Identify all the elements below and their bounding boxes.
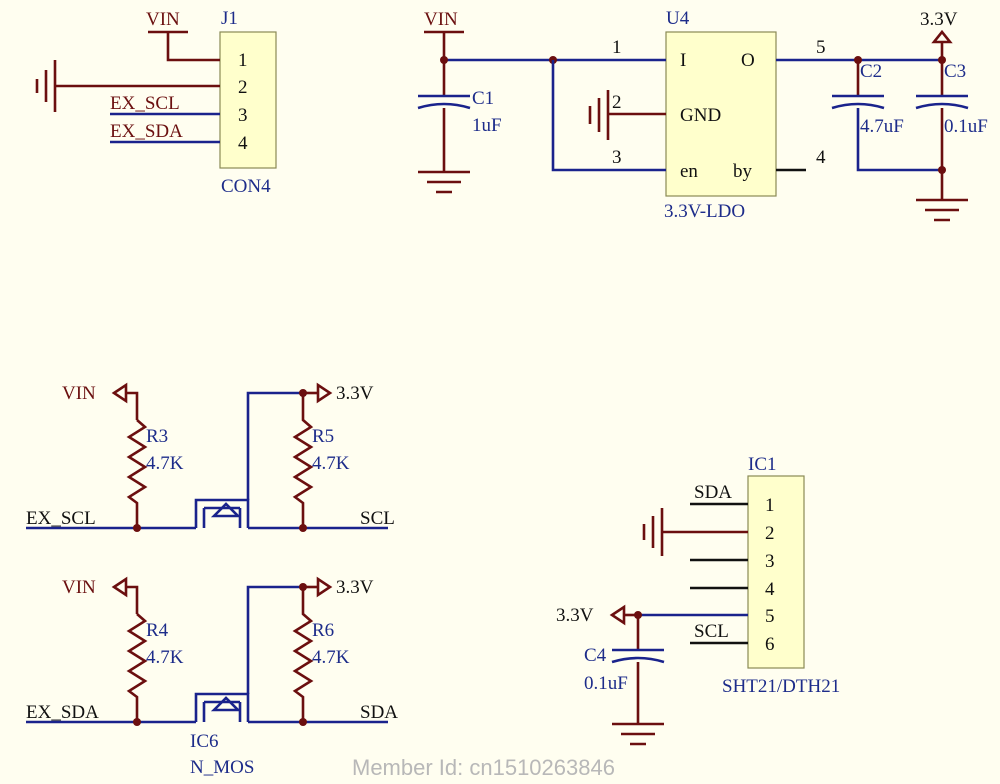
u4-vin-label: VIN bbox=[424, 9, 458, 30]
j1-net-scl: EX_SCL bbox=[110, 93, 180, 114]
r3-ref: R3 bbox=[146, 426, 168, 447]
u4-num-3: 3 bbox=[612, 147, 622, 168]
scl-in-net: EX_SCL bbox=[26, 508, 96, 529]
c1-value: 1uF bbox=[472, 115, 502, 136]
u4-pin-gnd: GND bbox=[680, 105, 721, 126]
sda-rail-label: 3.3V bbox=[336, 577, 374, 598]
regulator-u4: VIN C1 1uF 3.3V C2 4.7uF bbox=[417, 8, 988, 222]
j1-net-sda: EX_SDA bbox=[110, 121, 183, 142]
sda-out-net: SDA bbox=[360, 702, 398, 723]
sda-vin-label: VIN bbox=[62, 577, 96, 598]
ic6-ref: IC6 bbox=[190, 731, 219, 752]
level-shifter-sda: VIN R4 4.7K EX_SDA 3.3V R6 4.7K SDA IC6 … bbox=[26, 576, 398, 778]
u4-num-2: 2 bbox=[612, 92, 622, 113]
connector-j1: VIN EX_SCL EX_SDA 1 2 3 4 J1 CON4 bbox=[35, 8, 277, 197]
scl-vin-label: VIN bbox=[62, 383, 96, 404]
c4-ref: C4 bbox=[584, 645, 607, 666]
ic1-pin-4: 4 bbox=[765, 579, 775, 600]
c4-value: 0.1uF bbox=[584, 673, 628, 694]
ic1-net-scl: SCL bbox=[694, 621, 729, 642]
ic1-pin-6: 6 bbox=[765, 634, 775, 655]
r6-ref: R6 bbox=[312, 620, 334, 641]
ic1-value: SHT21/DTH21 bbox=[722, 676, 840, 697]
c2-ref: C2 bbox=[860, 61, 882, 82]
j1-value: CON4 bbox=[221, 176, 271, 197]
r5-ref: R5 bbox=[312, 426, 334, 447]
r4-ref: R4 bbox=[146, 620, 169, 641]
u4-value: 3.3V-LDO bbox=[664, 201, 745, 222]
ic1-pin-2: 2 bbox=[765, 523, 775, 544]
watermark: Member Id: cn1510263846 bbox=[352, 755, 615, 780]
j1-pin-4: 4 bbox=[238, 133, 248, 154]
sda-in-net: EX_SDA bbox=[26, 702, 99, 723]
c1-ref: C1 bbox=[472, 88, 494, 109]
scl-rail-label: 3.3V bbox=[336, 383, 374, 404]
r4-value: 4.7K bbox=[146, 647, 184, 668]
ic1-ref: IC1 bbox=[748, 454, 777, 475]
ic1-pin-5: 5 bbox=[765, 606, 775, 627]
u4-pin-by: by bbox=[733, 161, 753, 182]
c3-ref: C3 bbox=[944, 61, 966, 82]
j1-pin-2: 2 bbox=[238, 77, 248, 98]
ic1-net-sda: SDA bbox=[694, 482, 732, 503]
ic6-value: N_MOS bbox=[190, 757, 254, 778]
u4-num-1: 1 bbox=[612, 37, 622, 58]
r3-value: 4.7K bbox=[146, 453, 184, 474]
j1-pin-3: 3 bbox=[238, 105, 248, 126]
scl-out-net: SCL bbox=[360, 508, 395, 529]
u4-ref: U4 bbox=[666, 8, 690, 29]
j1-pin-1: 1 bbox=[238, 50, 248, 71]
r5-value: 4.7K bbox=[312, 453, 350, 474]
j1-ref: J1 bbox=[221, 8, 238, 29]
level-shifter-scl: VIN R3 4.7K EX_SCL 3.3V R5 4.7K SCL bbox=[26, 382, 395, 532]
j1-vin-label: VIN bbox=[146, 9, 180, 30]
u4-pin-o: O bbox=[741, 50, 755, 71]
u4-pin-en: en bbox=[680, 161, 698, 182]
ic1-pin-1: 1 bbox=[765, 495, 775, 516]
c3-value: 0.1uF bbox=[944, 116, 988, 137]
u4-num-4: 4 bbox=[816, 147, 826, 168]
u4-out-rail: 3.3V bbox=[920, 9, 958, 30]
sensor-ic1: SDA SCL 3.3V C4 0.1uF 1 2 3 4 5 6 IC1 SH… bbox=[556, 454, 840, 746]
ic1-pin-3: 3 bbox=[765, 551, 775, 572]
r6-value: 4.7K bbox=[312, 647, 350, 668]
ic1-rail-label: 3.3V bbox=[556, 605, 594, 626]
u4-num-5: 5 bbox=[816, 37, 826, 58]
c2-value: 4.7uF bbox=[860, 116, 904, 137]
u4-pin-i: I bbox=[680, 50, 686, 71]
